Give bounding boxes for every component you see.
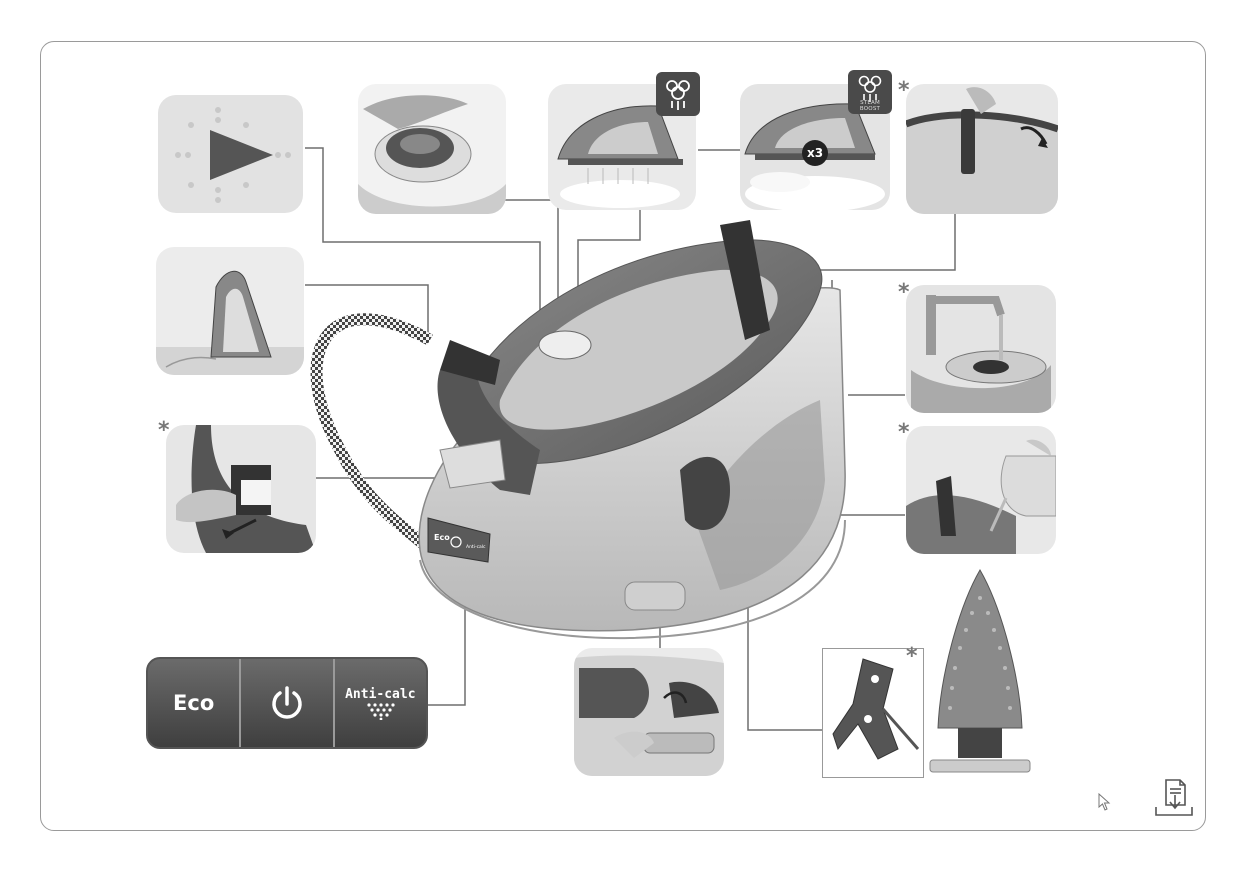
panel-handle-lock	[906, 84, 1058, 214]
panel-tank-fill-jug	[906, 426, 1056, 554]
control-panel: Eco Anti-calc	[146, 657, 428, 749]
download-icon[interactable]	[1152, 777, 1196, 819]
eco-button[interactable]: Eco	[148, 659, 239, 747]
optional-marker-4: *	[898, 422, 910, 444]
play-arrow-icon	[158, 95, 303, 213]
panel-thermostat-dial	[358, 84, 506, 214]
cursor-icon	[1098, 793, 1112, 811]
anticalc-button[interactable]: Anti-calc	[333, 659, 426, 747]
optional-marker-2: *	[158, 420, 170, 442]
panel-storage-compartment	[574, 648, 724, 776]
steam-boost-label: STEAM BOOST	[850, 100, 890, 112]
power-icon	[267, 683, 307, 723]
optional-marker-5: *	[906, 646, 918, 668]
panel-tank-release	[166, 425, 316, 553]
eco-label: Eco	[173, 691, 214, 715]
panel-heating-light	[158, 95, 303, 213]
panel-tank-refill-tap	[906, 285, 1056, 413]
steam-boost-icon: STEAM BOOST	[848, 70, 892, 114]
steam-icon	[656, 72, 700, 116]
optional-marker-3: *	[898, 282, 910, 304]
base-anticalc-label: Anti-calc	[466, 544, 486, 550]
anticalc-label: Anti-calc	[345, 687, 415, 702]
anticalc-icon	[365, 702, 395, 720]
base-eco-label: Eco	[434, 533, 450, 542]
optional-marker: *	[898, 80, 910, 102]
boost-x3-badge: x3	[802, 140, 828, 166]
soleplate-illustration	[928, 568, 1032, 778]
panel-iron-rest	[156, 247, 304, 375]
steam-generator-illustration: Eco Anti-calc	[300, 220, 860, 660]
power-button[interactable]	[239, 659, 332, 747]
